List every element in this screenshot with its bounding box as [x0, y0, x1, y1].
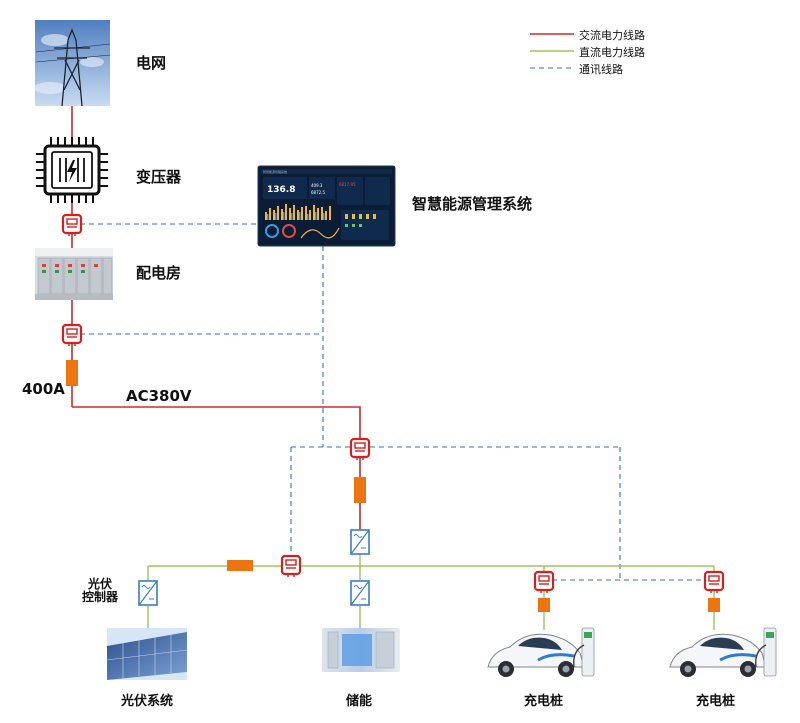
ems-screen-value-4: 6817.95 — [339, 182, 356, 187]
transformer-label: 变压器 — [136, 168, 182, 186]
legend-dc-label: 直流电力线路 — [579, 46, 645, 59]
ems-screen-value-2: 409.3 — [311, 183, 323, 188]
meter-icon — [280, 554, 302, 579]
breaker-current-label: 400A — [22, 380, 65, 398]
ac-lines — [71, 105, 361, 530]
distribution-room-label: 配电房 — [136, 264, 182, 282]
charger-2-label: 充电桩 — [696, 694, 736, 709]
breaker-icon — [227, 560, 253, 571]
legend-ac-label: 交流电力线路 — [579, 29, 645, 42]
energy-storage-image — [322, 628, 400, 672]
ems-screen-value-3: 6872.5 — [311, 190, 325, 195]
meter-icon — [349, 437, 371, 462]
transformer-icon — [36, 137, 108, 203]
storage-label: 储能 — [346, 694, 373, 709]
meter-icon — [703, 570, 725, 595]
ems-label: 智慧能源管理系统 — [412, 195, 533, 213]
charger-1-label: 充电桩 — [524, 694, 564, 709]
distribution-room-image — [35, 248, 113, 300]
breaker-icon — [708, 598, 720, 612]
ems-screen-image: 智慧能源管理系统 136.8 409.3 6872.5 6817.95 — [257, 165, 396, 247]
pv-system-label: 光伏系统 — [121, 694, 174, 709]
inverter-icon — [350, 529, 370, 555]
power-grid-image — [34, 20, 111, 107]
solar-panel-image — [106, 628, 188, 680]
storage-converter-icon — [350, 580, 370, 606]
legend-swatches — [530, 33, 574, 69]
pv-controller-icon — [138, 580, 158, 606]
grid-label: 电网 — [136, 54, 167, 72]
pv-controller-label: 光伏 控制器 — [82, 577, 119, 604]
charging-station-image — [487, 627, 595, 677]
comm-lines — [80, 223, 706, 581]
meter-icon — [61, 323, 83, 348]
meter-icon — [533, 570, 555, 595]
charging-station-image — [669, 627, 777, 677]
breaker-icon — [538, 598, 550, 612]
ac-voltage-label: AC380V — [126, 387, 192, 405]
breaker-icon — [354, 477, 366, 503]
breaker-icon — [66, 360, 78, 386]
meter-icon — [61, 213, 83, 238]
ems-screen-value-main: 136.8 — [267, 185, 295, 195]
ems-screen-header: 智慧能源管理系统 — [263, 169, 287, 174]
legend-comm-label: 通讯线路 — [579, 63, 623, 76]
